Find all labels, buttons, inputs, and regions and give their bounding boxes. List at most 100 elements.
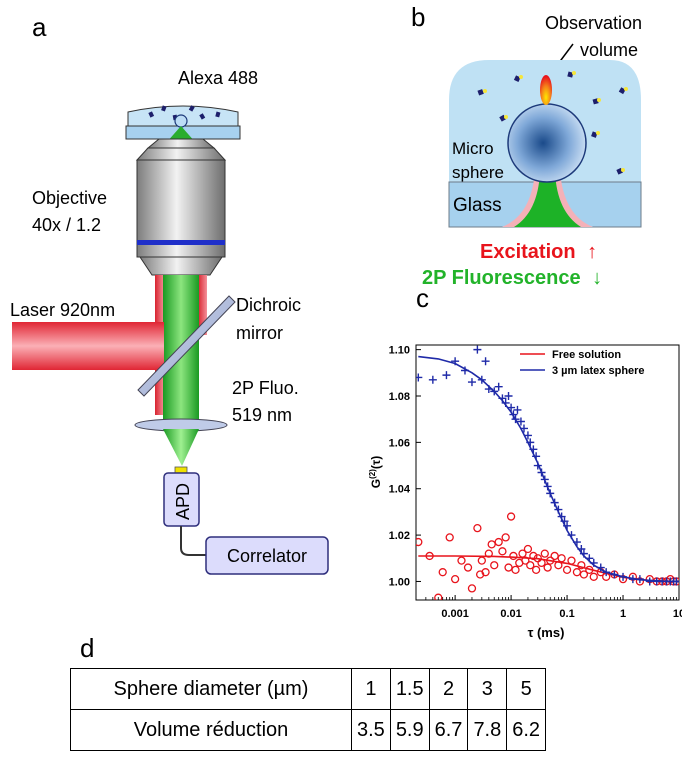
point-free [434,593,443,600]
table-cell: 6.2 [506,709,547,751]
apd-cable [180,526,206,556]
point-free [531,565,541,575]
panel-c-letter: c [416,283,429,313]
legend: Free solution 3 µm latex sphere [520,349,645,377]
point-sphere [451,357,460,366]
table-cell: 2 [428,668,469,710]
point-free [494,537,503,547]
fluorescence-arrow: ↓ [592,267,602,289]
glass-label: Glass [453,195,502,216]
row-label-reduction: Volume réduction [70,709,352,751]
point-free [467,584,477,593]
dye-label: Alexa 488 [178,68,258,88]
correlator-label: Correlator [227,546,307,566]
volume-reduction-table: Sphere diameter (µm) 1 1.5 2 3 5 Volume … [70,668,547,751]
dye-molecules [148,105,221,121]
point-sphere [577,545,586,553]
point-free [572,568,582,577]
fluorescence-cone [514,172,581,227]
point-free [577,561,586,570]
emission-cone [163,429,199,466]
panel-b-letter: b [411,2,425,32]
laser-beam [12,322,164,370]
observation-label-2: volume [580,40,638,60]
point-free [579,570,589,579]
y-tick-label: 1.00 [389,576,410,588]
point-free [416,537,423,547]
dichroic-label-1: Dichroic [236,295,301,315]
point-free [523,544,533,554]
y-tick-label: 1.02 [389,530,410,542]
point-sphere [511,415,520,424]
point-free [475,570,485,579]
point-free [546,556,555,565]
apd-label: APD [173,483,193,520]
point-free [473,523,482,533]
correlator-box [205,536,329,575]
fluo-label-1: 2P Fluo. [232,378,299,398]
x-tick-label: 1 [620,608,626,620]
x-axis-label: τ (ms) [528,625,565,640]
point-free [481,568,490,577]
point-sphere [532,452,541,461]
x-tick-label: 0.1 [559,608,574,620]
point-free [438,568,447,577]
excitation-side-right [198,275,207,335]
point-sphere [484,385,493,394]
point-free [557,554,566,563]
objective-label-2: 40x / 1.2 [32,215,101,235]
point-sphere [619,572,628,581]
microsphere [507,103,587,183]
point-sphere [560,517,569,526]
point-sphere [557,512,566,521]
fluo-label-2: 519 nm [232,405,292,425]
point-sphere [540,475,549,484]
point-sphere [550,498,559,507]
point-free [554,561,563,570]
point-free [490,561,499,570]
plot-area [416,345,679,600]
x-tick-label: 0.001 [441,608,469,620]
point-sphere [442,371,451,380]
point-sphere [467,378,476,387]
fit-line-sphere [418,355,679,583]
point-sphere [501,398,510,407]
point-free [509,551,518,561]
point-sphere [519,424,528,433]
point-sphere [546,489,555,498]
micro-label-1: Micro [452,139,494,158]
point-sphere [509,410,518,419]
point-free [504,563,513,572]
point-sphere [537,468,546,477]
y-ticks: 1.001.021.041.061.081.10 [389,345,421,588]
y-tick-label: 1.10 [389,345,410,357]
point-free [425,551,434,561]
point-sphere [523,431,532,440]
objective-lens [135,138,227,276]
point-free [445,533,454,542]
point-sphere [645,577,654,586]
micro-label-2: sphere [452,163,504,182]
point-free [484,549,493,558]
panel-a-letter: a [32,12,47,42]
point-sphere [672,577,679,586]
point-free [450,574,460,584]
point-sphere [498,394,507,403]
legend-free-label: Free solution [552,349,621,361]
y-tick-label: 1.08 [389,391,410,403]
panel-d-letter: d [80,633,94,663]
table-cell: 5 [506,668,547,710]
point-free [529,551,538,561]
plot-frame [415,344,680,601]
apd-window [174,466,188,474]
point-sphere [460,366,469,375]
y-tick-label: 1.06 [389,437,410,449]
x-tick-label: 0.01 [500,608,521,620]
point-sphere [602,568,611,577]
point-sphere [567,531,576,540]
point-free [501,533,510,542]
point-sphere [635,575,644,584]
point-sphere [554,505,563,514]
point-free [518,549,527,558]
